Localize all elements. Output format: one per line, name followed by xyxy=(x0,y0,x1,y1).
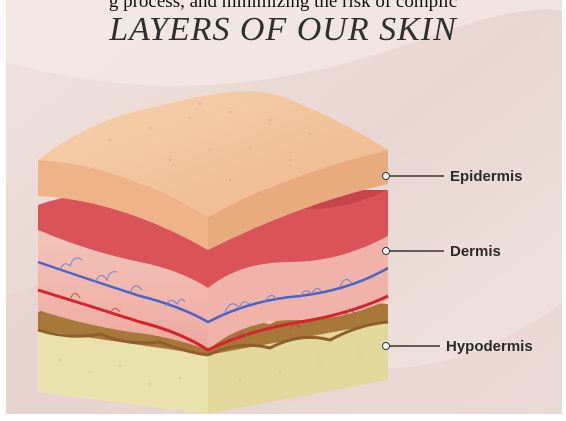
image-border xyxy=(0,414,566,421)
label-epidermis: Epidermis xyxy=(450,168,523,186)
label-dermis: Dermis xyxy=(450,243,501,261)
image-border xyxy=(0,0,6,421)
label-hypodermis: Hypodermis xyxy=(446,338,533,356)
image-border xyxy=(562,0,566,421)
diagram-title: LAYERS OF OUR SKIN xyxy=(0,10,566,50)
